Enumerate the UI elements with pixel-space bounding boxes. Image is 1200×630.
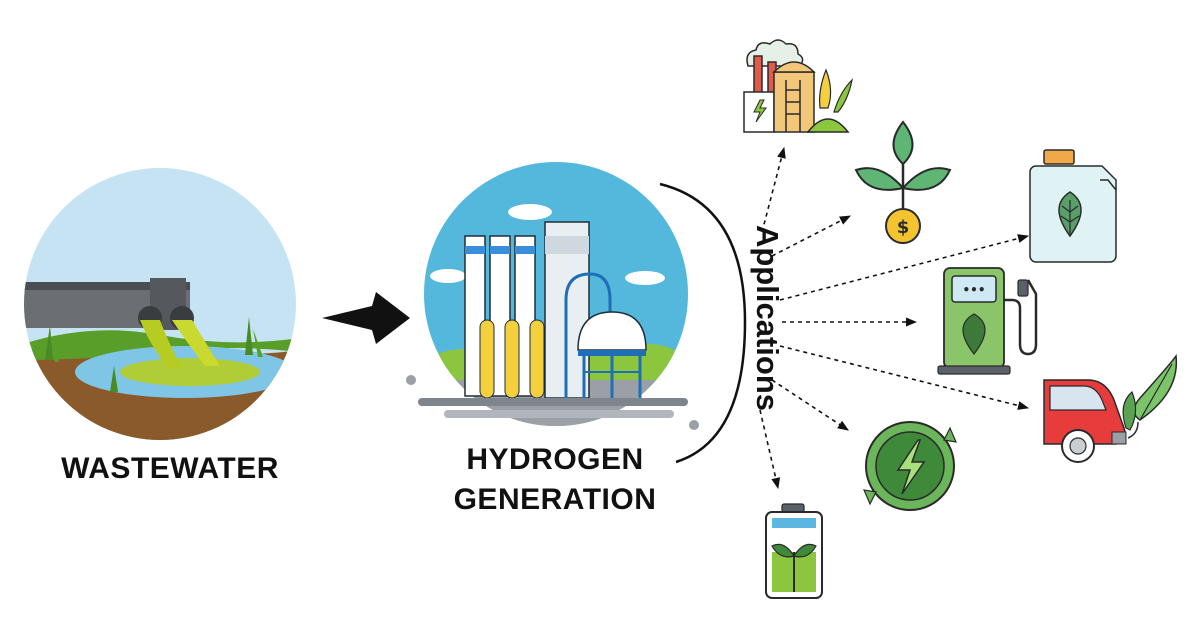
bio-fuel-canister-icon (1029, 149, 1117, 263)
svg-text:•••: ••• (962, 283, 985, 297)
bio-fuel-pump-icon: ••• (937, 267, 1038, 375)
applications-label: Applications (750, 224, 785, 411)
svg-text:$: $ (897, 217, 910, 238)
arrow-to-eco-car (779, 345, 1030, 410)
arrow-to-bio-battery (759, 409, 781, 490)
wastewater-discharge-icon (24, 168, 296, 440)
eco-car-icon (1043, 353, 1178, 463)
arrow-to-biogas-plant (761, 146, 786, 233)
arrow-to-renewable-energy (771, 379, 849, 431)
arrow-to-plant-money (771, 215, 851, 257)
application-arrows (759, 146, 1030, 490)
wastewater-label: WASTEWATER (61, 452, 279, 485)
hydrogen-label-line2: GENERATION (453, 483, 657, 516)
plant-money-icon: $ (854, 120, 952, 244)
renewable-energy-icon (863, 421, 957, 511)
hydrogen-generation-label: HYDROGEN GENERATION (430, 440, 680, 520)
biogas-power-plant-icon (743, 39, 853, 133)
hydrogen-label-line1: HYDROGEN (466, 443, 644, 476)
arrow-to-fuel-canister (779, 234, 1030, 301)
hydrogen-plant-icon (406, 162, 699, 430)
bio-battery-icon (765, 503, 823, 599)
applications-bracket (659, 182, 747, 464)
process-arrow (322, 292, 410, 344)
